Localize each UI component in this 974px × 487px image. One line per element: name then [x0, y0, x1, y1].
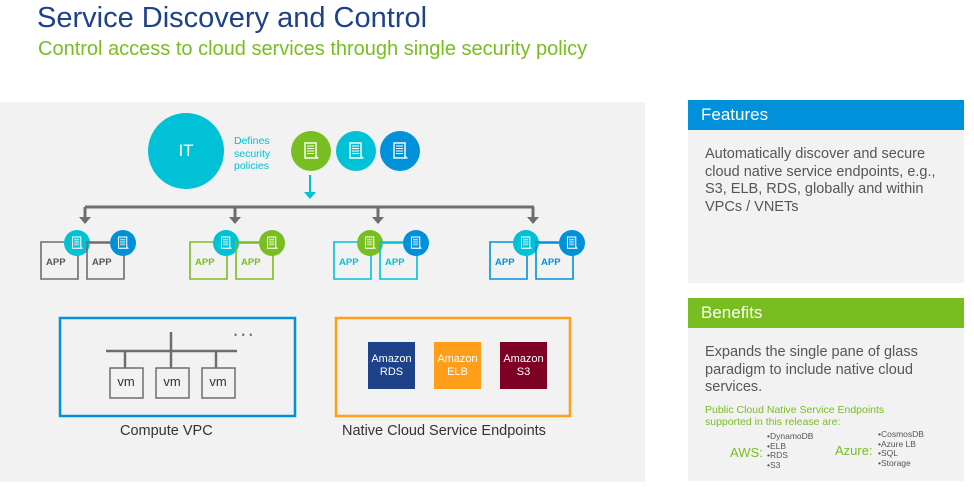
compute-vpc-box — [58, 316, 297, 418]
app-box — [235, 241, 274, 280]
app-box — [535, 241, 574, 280]
vm-box — [155, 367, 190, 399]
app-box — [40, 241, 79, 280]
down-arrow-icon — [304, 175, 316, 199]
slide-title: Service Discovery and Control — [37, 2, 428, 34]
app-box — [86, 241, 125, 280]
compute-vpc-caption: Compute VPC — [120, 423, 213, 439]
features-body: Automatically discover and secure cloud … — [705, 146, 936, 215]
app-label: APP — [339, 257, 359, 268]
it-label: IT — [178, 141, 194, 160]
aws-label: AWS: — [730, 445, 763, 460]
slide-subtitle: Control access to cloud services through… — [38, 38, 588, 60]
vm-box — [109, 367, 144, 399]
tile-line-2: S3 — [516, 365, 531, 378]
benefits-panel: Benefits Expands the single pane of glas… — [688, 298, 964, 481]
tile-line-1: Amazon — [503, 352, 544, 365]
tile-line-1: Amazon — [437, 352, 478, 365]
azure-service-item: CosmosDB — [878, 429, 924, 440]
aws-service-item: DynamoDB — [767, 431, 813, 442]
benefits-heading: Benefits — [688, 298, 964, 328]
app-label: APP — [495, 257, 515, 268]
app-group — [489, 230, 585, 280]
azure-service-item: Storage — [878, 458, 924, 469]
defines-security-policies-label: Defines security policies — [234, 135, 270, 173]
it-circle — [148, 113, 224, 189]
app-label: APP — [385, 257, 405, 268]
app-group — [333, 230, 429, 280]
app-label: APP — [92, 257, 112, 268]
app-box — [333, 241, 372, 280]
app-label: APP — [541, 257, 561, 268]
supported-endpoints-note: Public Cloud Native Service Endpoints su… — [705, 404, 885, 428]
defines-line-2: security — [234, 147, 271, 160]
app-label: APP — [46, 257, 66, 268]
benefits-body: Expands the single pane of glass paradig… — [705, 344, 918, 395]
native-endpoints-box — [334, 316, 572, 418]
vm-box — [201, 367, 236, 399]
policy-icon-green — [291, 131, 331, 171]
aws-services-list: DynamoDB ELB RDS S3 — [767, 431, 813, 471]
tile-line-2: ELB — [447, 365, 468, 378]
policy-icon-cyan — [336, 131, 376, 171]
policy-icon-blue — [380, 131, 420, 171]
defines-line-3: policies — [234, 160, 270, 172]
aws-service-item: RDS — [767, 450, 813, 461]
connector-arrowheads — [79, 217, 539, 224]
azure-services-list: CosmosDB Azure LB SQL Storage — [878, 429, 924, 469]
defines-line-1: Defines — [234, 135, 270, 147]
app-box — [189, 241, 228, 280]
vm-boxes — [109, 367, 236, 399]
native-endpoints-caption: Native Cloud Service Endpoints — [342, 423, 546, 439]
distribution-connector — [83, 205, 535, 218]
app-box — [379, 241, 418, 280]
aws-service-item: S3 — [767, 460, 813, 471]
vm-label: vm — [163, 374, 181, 389]
features-heading: Features — [688, 100, 964, 130]
app-group — [189, 230, 285, 280]
app-groups — [40, 230, 585, 280]
azure-service-item: SQL — [878, 448, 924, 459]
aws-service-item: ELB — [767, 441, 813, 452]
app-label: APP — [241, 257, 261, 268]
azure-label: Azure: — [835, 443, 873, 458]
app-group — [40, 230, 136, 280]
more-vms-ellipsis: • • • — [234, 330, 254, 340]
tile-line-2: RDS — [379, 365, 404, 378]
tile-line-1: Amazon — [371, 352, 412, 365]
vm-label: vm — [117, 374, 135, 389]
app-box — [489, 241, 528, 280]
vm-network — [106, 332, 237, 368]
vm-label: vm — [209, 374, 227, 389]
app-label: APP — [195, 257, 215, 268]
features-panel: Features Automatically discover and secu… — [688, 100, 964, 283]
azure-service-item: Azure LB — [878, 439, 924, 450]
